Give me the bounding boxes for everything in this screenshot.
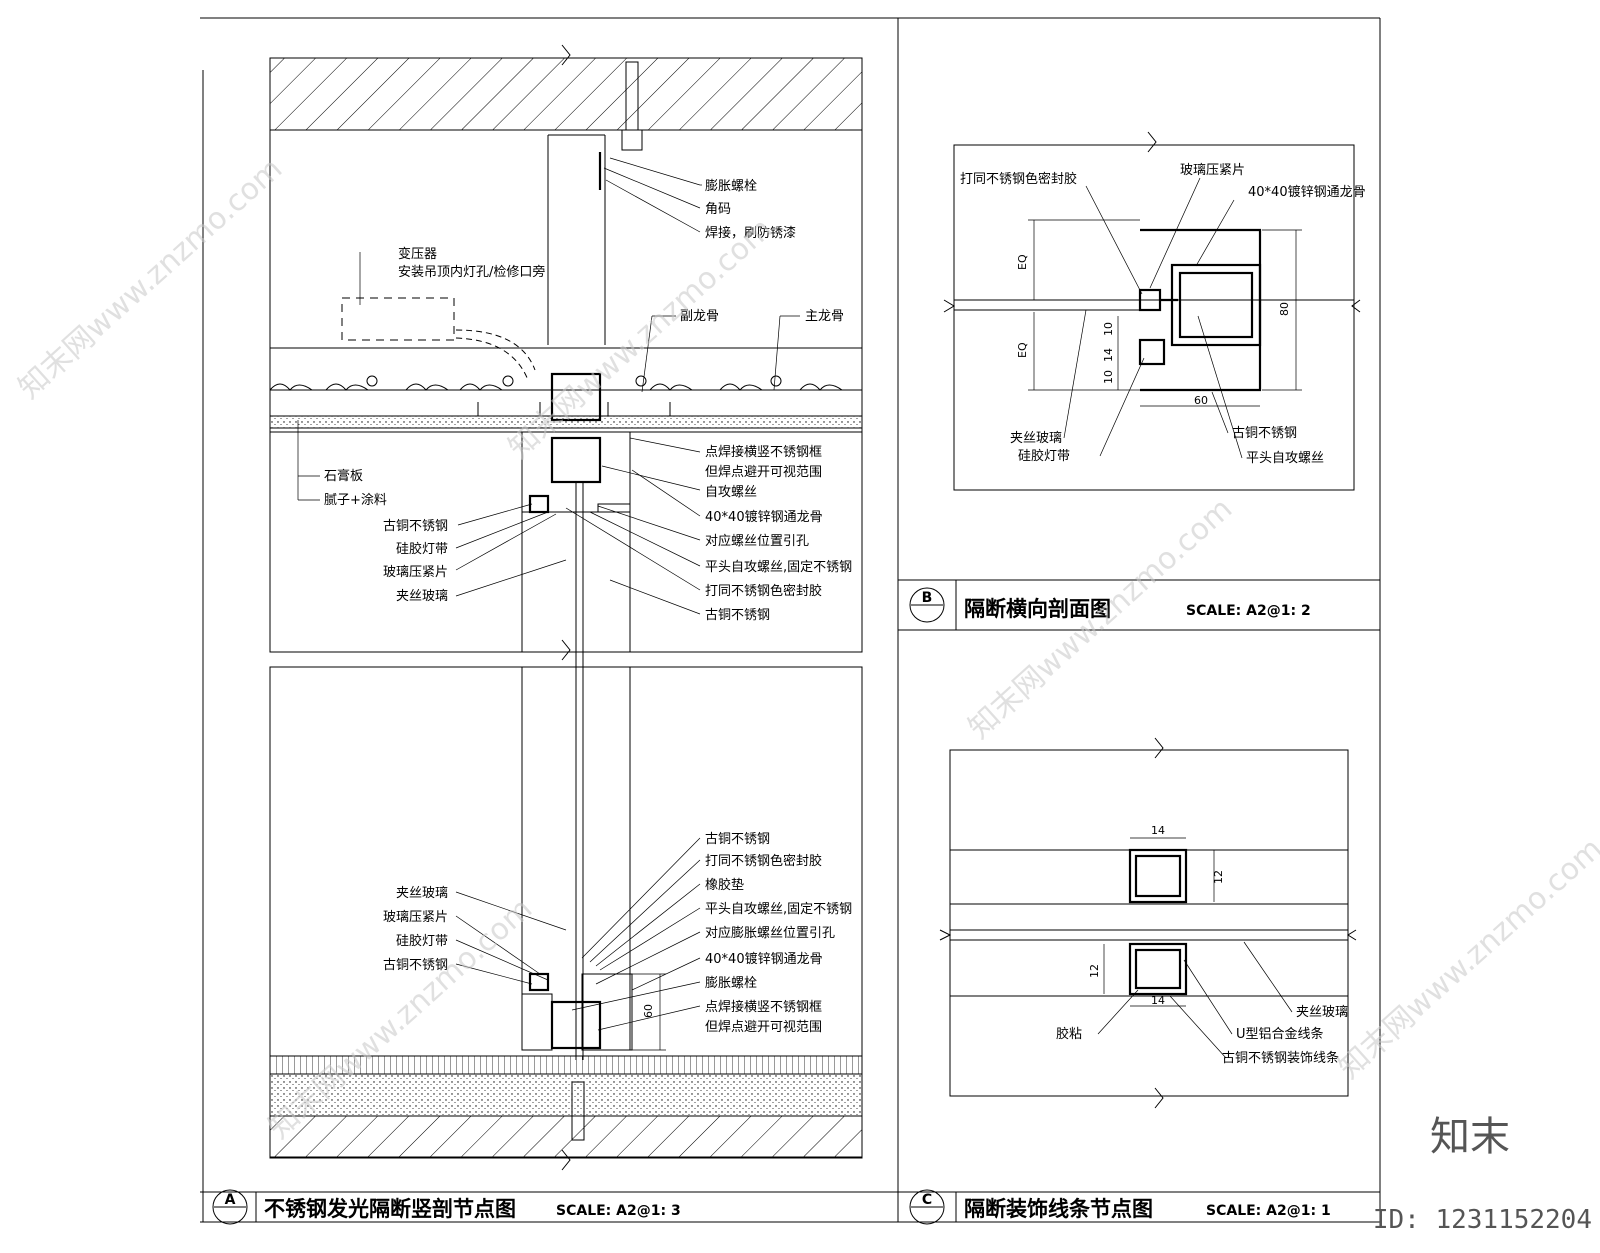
sheet-frame <box>200 17 1381 1223</box>
label-transformer-note: 安装吊顶内灯孔/检修口旁 <box>398 264 545 280</box>
watermark-brand: 知末 <box>1430 1114 1510 1160</box>
dim-b-80: 80 <box>1278 302 1291 316</box>
label-ur-5: 平头自攻螺丝,固定不锈钢 <box>705 560 852 575</box>
badge-c: C <box>922 1192 932 1208</box>
panel-c-drawing <box>939 737 1357 1109</box>
label-ul-1: 硅胶灯带 <box>396 541 448 557</box>
label-corner-bracket: 角码 <box>705 202 731 217</box>
label-c-glass: 夹丝玻璃 <box>1296 1005 1348 1020</box>
label-c-adhesive: 胶粘 <box>1056 1026 1082 1042</box>
dim-c-left12: 12 <box>1088 964 1101 978</box>
label-lr-6: 膨胀螺栓 <box>705 976 757 991</box>
scale-a: SCALE: A2@1: 3 <box>556 1203 681 1219</box>
label-ur-1: 但焊点避开可视范围 <box>705 464 822 480</box>
label-lr-4: 对应膨胀螺丝位置引孔 <box>705 925 835 941</box>
label-ll-2: 硅胶灯带 <box>396 933 448 949</box>
panel-c-title-block: C 隔断装饰线条节点图 SCALE: A2@1: 1 <box>909 1189 1331 1225</box>
dim-a-60: 60 <box>642 1004 655 1018</box>
panel-a-labels: 膨胀螺栓 角码 焊接，刷防锈漆 变压器 安装吊顶内灯孔/检修口旁 副龙骨 主龙骨… <box>324 179 852 1035</box>
label-ul-0: 古铜不锈钢 <box>383 519 448 534</box>
panel-b-title-block: B 隔断横向剖面图 SCALE: A2@1: 2 <box>909 580 1311 630</box>
label-ur-4: 对应螺丝位置引孔 <box>705 533 809 549</box>
panel-c-labels: 夹丝玻璃 胶粘 U型铝合金线条 古铜不锈钢装饰线条 14 12 12 14 <box>1056 824 1348 1066</box>
label-c-u-profile: U型铝合金线条 <box>1236 1026 1324 1042</box>
label-lr-2: 橡胶垫 <box>705 877 744 893</box>
label-b-sealant: 打同不锈钢色密封胶 <box>960 171 1077 187</box>
label-lr-1: 打同不锈钢色密封胶 <box>705 853 822 869</box>
label-lr-3: 平头自攻螺丝,固定不锈钢 <box>705 902 852 917</box>
dim-b-eq2: EQ <box>1016 342 1029 358</box>
title-b: 隔断横向剖面图 <box>964 597 1111 621</box>
label-ul-3: 夹丝玻璃 <box>396 589 448 604</box>
label-lr-0: 古铜不锈钢 <box>705 832 770 847</box>
label-ur-0: 点焊接横竖不锈钢框 <box>705 444 822 460</box>
label-b-bronze: 古铜不锈钢 <box>1232 426 1297 441</box>
label-gypsum: 石膏板 <box>324 468 363 484</box>
panel-a-drawing <box>269 44 863 1171</box>
dim-b-14: 14 <box>1102 348 1115 362</box>
dim-c-bot14: 14 <box>1151 994 1165 1007</box>
label-b-glass: 夹丝玻璃 <box>1010 431 1062 446</box>
label-b-glass-clip: 玻璃压紧片 <box>1180 163 1245 178</box>
title-a: 不锈钢发光隔断竖剖节点图 <box>264 1197 516 1221</box>
label-weld: 焊接，刷防锈漆 <box>705 225 796 241</box>
dim-b-10a: 10 <box>1102 322 1115 336</box>
label-lr-8: 但焊点避开可视范围 <box>705 1019 822 1035</box>
dim-c-top14: 14 <box>1151 824 1165 837</box>
watermark-id: ID: 1231152204 <box>1373 1205 1592 1235</box>
badge-a: A <box>225 1192 236 1208</box>
badge-b: B <box>922 590 933 606</box>
panel-a-title-block: A 不锈钢发光隔断竖剖节点图 SCALE: A2@1: 3 <box>212 1189 681 1225</box>
label-ul-2: 玻璃压紧片 <box>383 565 448 580</box>
label-lr-5: 40*40镀锌钢通龙骨 <box>705 951 823 967</box>
panel-b-drawing <box>943 131 1361 491</box>
label-expansion-bolt: 膨胀螺栓 <box>705 179 757 194</box>
scale-c: SCALE: A2@1: 1 <box>1206 1203 1331 1219</box>
label-ur-3: 40*40镀锌钢通龙骨 <box>705 509 823 525</box>
label-ll-3: 古铜不锈钢 <box>383 958 448 973</box>
label-ur-7: 古铜不锈钢 <box>705 608 770 623</box>
label-lr-7: 点焊接横竖不锈钢框 <box>705 999 822 1015</box>
label-ur-6: 打同不锈钢色密封胶 <box>705 583 822 599</box>
scale-b: SCALE: A2@1: 2 <box>1186 603 1311 619</box>
dim-b-10b: 10 <box>1102 370 1115 384</box>
dim-c-right12: 12 <box>1212 870 1225 884</box>
label-c-bronze-trim: 古铜不锈钢装饰线条 <box>1222 1050 1339 1066</box>
watermark-text-5: 知末网www.znzmo.com <box>1332 831 1600 1086</box>
label-ll-1: 玻璃压紧片 <box>383 910 448 925</box>
label-transformer: 变压器 <box>398 246 437 262</box>
watermark-text-1: 知末网www.znzmo.com <box>12 151 289 406</box>
label-b-keel: 40*40镀锌钢通龙骨 <box>1248 184 1366 200</box>
label-b-led: 硅胶灯带 <box>1018 448 1070 464</box>
panel-b-labels: 打同不锈钢色密封胶 玻璃压紧片 40*40镀锌钢通龙骨 夹丝玻璃 硅胶灯带 古铜… <box>960 163 1366 466</box>
label-ur-2: 自攻螺丝 <box>705 485 757 500</box>
dim-b-eq1: EQ <box>1016 254 1029 270</box>
label-putty: 腻子+涂料 <box>324 492 387 508</box>
label-ll-0: 夹丝玻璃 <box>396 886 448 901</box>
title-c: 隔断装饰线条节点图 <box>964 1197 1153 1221</box>
label-secondary-keel: 副龙骨 <box>680 309 719 324</box>
dim-b-60: 60 <box>1194 394 1208 407</box>
label-main-keel: 主龙骨 <box>805 309 844 324</box>
label-b-screw: 平头自攻螺丝 <box>1246 451 1324 466</box>
